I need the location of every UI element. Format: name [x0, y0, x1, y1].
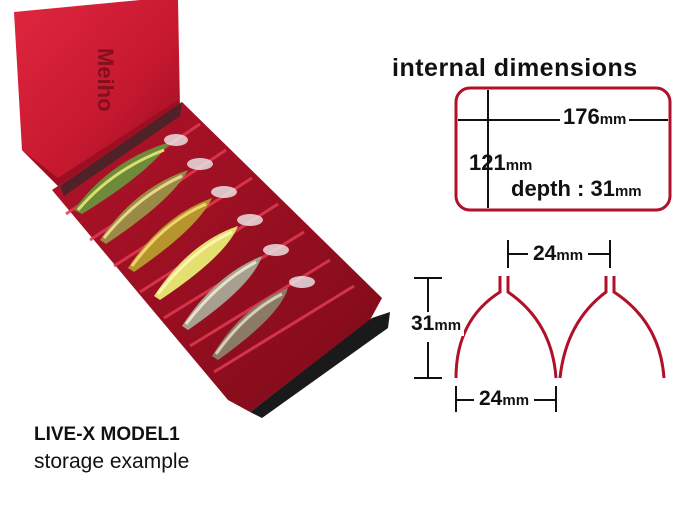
internal-dimensions-title: internal dimensions	[392, 54, 638, 82]
lures	[74, 134, 315, 360]
lure-3	[128, 186, 237, 272]
lure-6	[212, 276, 315, 360]
depth-separator: :	[577, 176, 585, 201]
lid-brand-logo: Meiho	[93, 48, 118, 112]
width-dimension-label: 176mm	[560, 104, 630, 130]
depth-dimension-label: depth : 31mm	[508, 176, 645, 202]
side-height-label: 31mm	[408, 312, 465, 336]
depth-unit: mm	[614, 183, 642, 200]
height-value: 121	[469, 150, 506, 175]
profile-diagram	[414, 240, 666, 412]
storage-caption: storage example	[34, 450, 190, 473]
side-height-unit: mm	[434, 317, 462, 334]
bottom-spacing-label: 24mm	[476, 387, 533, 411]
top-spacing-label: 24mm	[530, 242, 587, 266]
lure-1	[74, 134, 188, 214]
bottom-spacing-unit: mm	[502, 392, 530, 409]
height-unit: mm	[505, 157, 533, 174]
width-unit: mm	[599, 111, 627, 128]
top-spacing-unit: mm	[556, 247, 584, 264]
top-spacing-value: 24	[533, 242, 557, 265]
depth-value: 31	[590, 176, 615, 201]
lure-2	[100, 158, 213, 244]
height-dimension-label: 121mm	[466, 150, 535, 176]
lure-4	[154, 214, 263, 300]
box-base	[52, 102, 390, 418]
bottom-spacing-value: 24	[479, 387, 503, 410]
depth-label: depth	[511, 176, 571, 201]
model-name: LIVE-X MODEL1	[34, 424, 180, 445]
lure-5	[182, 244, 289, 330]
width-value: 176	[563, 104, 600, 129]
side-height-value: 31	[411, 312, 435, 335]
box-lid: Meiho	[14, 0, 180, 188]
